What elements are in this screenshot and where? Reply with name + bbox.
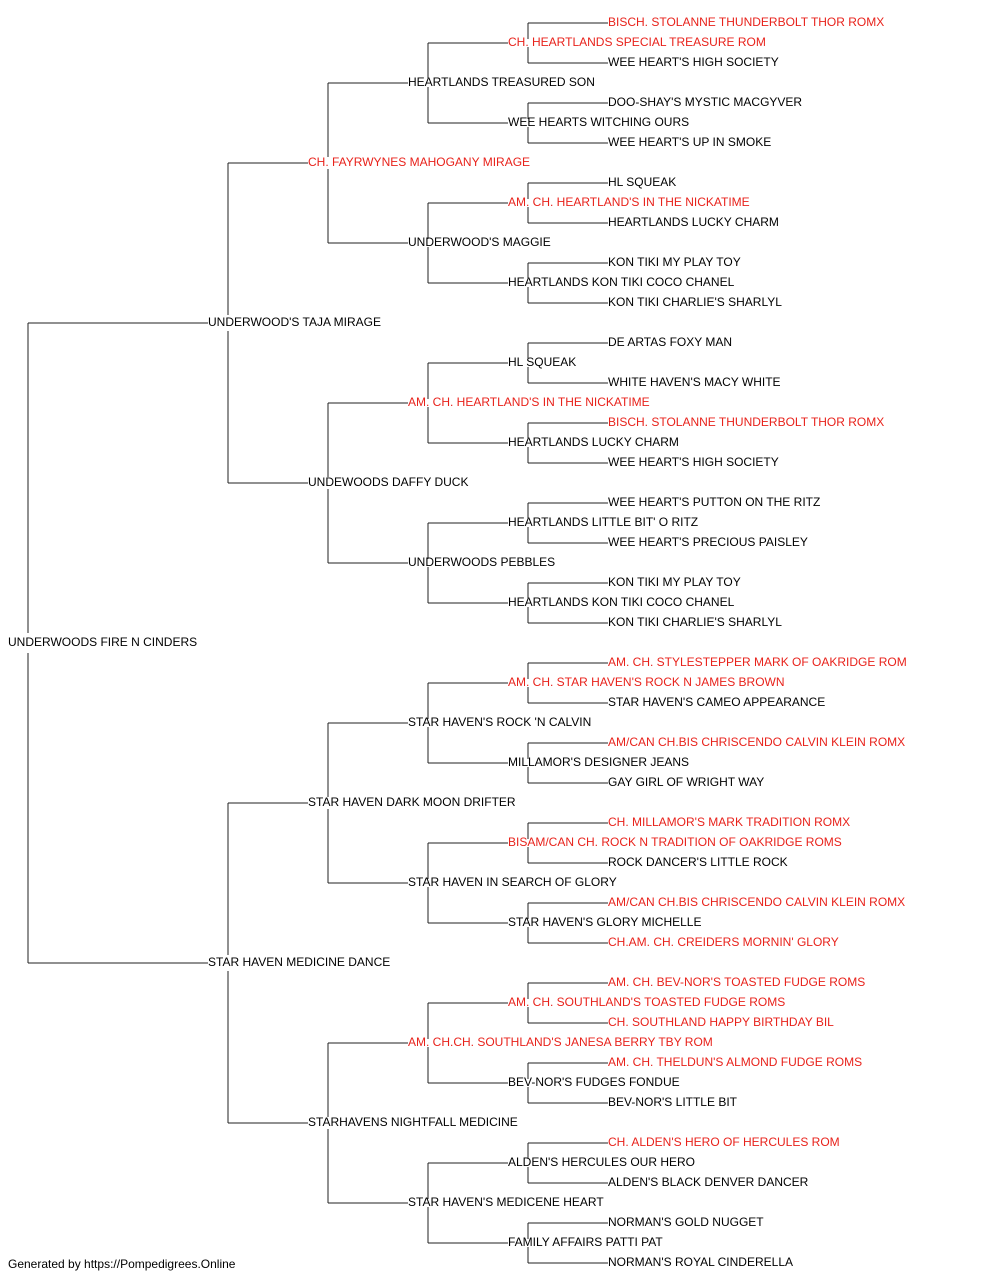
ancestor-name: CH. SOUTHLAND HAPPY BIRTHDAY BIL: [608, 1015, 834, 1029]
ancestor-name: STAR HAVEN'S MEDICENE HEART: [408, 1195, 604, 1209]
ancestor-name: AM. CH. STYLESTEPPER MARK OF OAKRIDGE RO…: [608, 655, 907, 669]
ancestor-name: WEE HEART'S PRECIOUS PAISLEY: [608, 535, 808, 549]
ancestor-name: DE ARTAS FOXY MAN: [608, 335, 732, 349]
ancestor-name: STAR HAVEN'S GLORY MICHELLE: [508, 915, 701, 929]
ancestor-name: KON TIKI MY PLAY TOY: [608, 575, 741, 589]
ancestor-name: STAR HAVEN DARK MOON DRIFTER: [308, 795, 516, 809]
ancestor-name: HEARTLANDS KON TIKI COCO CHANEL: [508, 595, 735, 609]
ancestor-name: WEE HEARTS WITCHING OURS: [508, 115, 689, 129]
ancestor-name: AM. CH. STAR HAVEN'S ROCK N JAMES BROWN: [508, 675, 785, 689]
ancestor-name: AM. CH. HEARTLAND'S IN THE NICKATIME: [508, 195, 750, 209]
ancestor-name: KON TIKI CHARLIE'S SHARLYL: [608, 295, 782, 309]
ancestor-name: AM. CH. SOUTHLAND'S TOASTED FUDGE ROMS: [508, 995, 785, 1009]
ancestor-name: CH. HEARTLANDS SPECIAL TREASURE ROM: [508, 35, 766, 49]
ancestor-name: CH. MILLAMOR'S MARK TRADITION ROMX: [608, 815, 850, 829]
ancestor-name: HEARTLANDS LUCKY CHARM: [608, 215, 779, 229]
ancestor-name: BISCH. STOLANNE THUNDERBOLT THOR ROMX: [608, 15, 884, 29]
ancestor-name: STAR HAVEN IN SEARCH OF GLORY: [408, 875, 617, 889]
ancestor-name: WEE HEART'S HIGH SOCIETY: [608, 55, 779, 69]
ancestor-name: GAY GIRL OF WRIGHT WAY: [608, 775, 764, 789]
ancestor-name: AM/CAN CH.BIS CHRISCENDO CALVIN KLEIN RO…: [608, 735, 905, 749]
ancestor-name: HEARTLANDS TREASURED SON: [408, 75, 595, 89]
ancestor-name: ROCK DANCER'S LITTLE ROCK: [608, 855, 788, 869]
ancestor-name: STAR HAVEN MEDICINE DANCE: [208, 955, 390, 969]
ancestor-name: AM. CH. THELDUN'S ALMOND FUDGE ROMS: [608, 1055, 862, 1069]
ancestor-name: CH. ALDEN'S HERO OF HERCULES ROM: [608, 1135, 840, 1149]
ancestor-name: BEV-NOR'S FUDGES FONDUE: [508, 1075, 680, 1089]
ancestor-name: CH. FAYRWYNES MAHOGANY MIRAGE: [308, 155, 530, 169]
ancestor-name: WEE HEART'S UP IN SMOKE: [608, 135, 771, 149]
ancestor-name: STAR HAVEN'S CAMEO APPEARANCE: [608, 695, 825, 709]
ancestor-name: BISAM/CAN CH. ROCK N TRADITION OF OAKRID…: [508, 835, 842, 849]
ancestor-name: BEV-NOR'S LITTLE BIT: [608, 1095, 738, 1109]
ancestor-name: HEARTLANDS KON TIKI COCO CHANEL: [508, 275, 735, 289]
ancestor-name: HEARTLANDS LUCKY CHARM: [508, 435, 679, 449]
ancestor-name: ALDEN'S HERCULES OUR HERO: [508, 1155, 695, 1169]
ancestor-name: WEE HEART'S HIGH SOCIETY: [608, 455, 779, 469]
subject-name: UNDERWOODS FIRE N CINDERS: [8, 635, 197, 649]
ancestor-name: AM. CH. BEV-NOR'S TOASTED FUDGE ROMS: [608, 975, 865, 989]
ancestor-name: FAMILY AFFAIRS PATTI PAT: [508, 1235, 663, 1249]
ancestor-name: NORMAN'S ROYAL CINDERELLA: [608, 1255, 793, 1269]
ancestor-name: STAR HAVEN'S ROCK 'N CALVIN: [408, 715, 591, 729]
ancestor-name: UNDERWOOD'S TAJA MIRAGE: [208, 315, 381, 329]
ancestor-name: DOO-SHAY'S MYSTIC MACGYVER: [608, 95, 802, 109]
ancestor-name: CH.AM. CH. CREIDERS MORNIN' GLORY: [608, 935, 839, 949]
ancestor-name: AM. CH. HEARTLAND'S IN THE NICKATIME: [408, 395, 650, 409]
ancestor-name: UNDERWOODS PEBBLES: [408, 555, 555, 569]
ancestor-name: MILLAMOR'S DESIGNER JEANS: [508, 755, 689, 769]
footer-credit: Generated by https://Pompedigrees.Online: [8, 1257, 236, 1271]
ancestor-name: KON TIKI CHARLIE'S SHARLYL: [608, 615, 782, 629]
ancestor-name: NORMAN'S GOLD NUGGET: [608, 1215, 764, 1229]
ancestor-name: AM/CAN CH.BIS CHRISCENDO CALVIN KLEIN RO…: [608, 895, 905, 909]
ancestor-name: HEARTLANDS LITTLE BIT' O RITZ: [508, 515, 698, 529]
ancestor-name: AM. CH.CH. SOUTHLAND'S JANESA BERRY TBY …: [408, 1035, 713, 1049]
ancestor-name: UNDEWOODS DAFFY DUCK: [308, 475, 468, 489]
ancestor-name: HL SQUEAK: [508, 355, 576, 369]
ancestor-name: UNDERWOOD'S MAGGIE: [408, 235, 551, 249]
ancestor-name: ALDEN'S BLACK DENVER DANCER: [608, 1175, 809, 1189]
ancestor-name: WHITE HAVEN'S MACY WHITE: [608, 375, 781, 389]
ancestor-name: WEE HEART'S PUTTON ON THE RITZ: [608, 495, 820, 509]
ancestor-name: HL SQUEAK: [608, 175, 676, 189]
ancestor-name: KON TIKI MY PLAY TOY: [608, 255, 741, 269]
ancestor-name: STARHAVENS NIGHTFALL MEDICINE: [308, 1115, 518, 1129]
ancestor-name: BISCH. STOLANNE THUNDERBOLT THOR ROMX: [608, 415, 884, 429]
